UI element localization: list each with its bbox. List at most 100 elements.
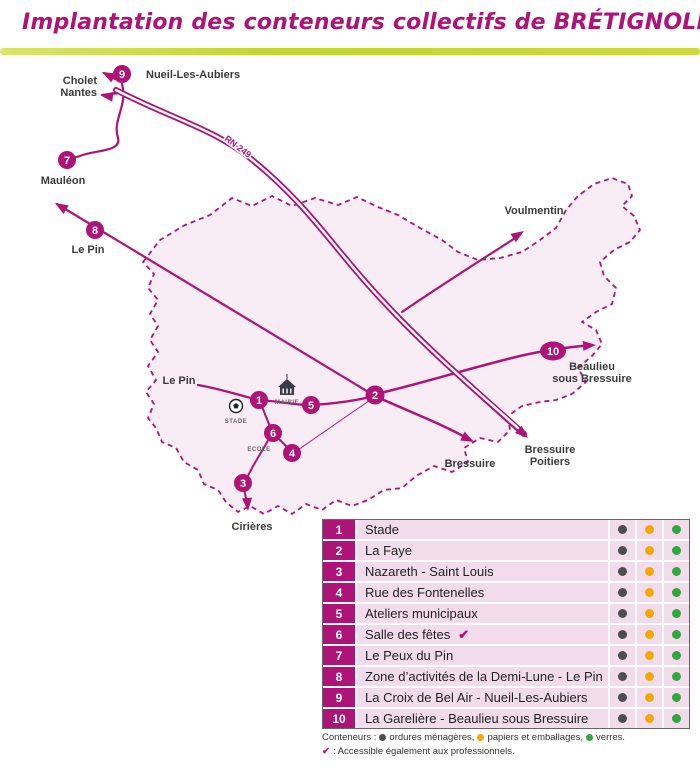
ordures-cell [610, 604, 635, 623]
legend-row-number: 7 [323, 646, 355, 665]
papiers-dot-icon [645, 651, 654, 660]
ordures-cell [610, 520, 635, 539]
papiers-cell [637, 667, 662, 686]
papiers-cell [637, 541, 662, 560]
marker-7: 7 [58, 151, 76, 169]
papiers-dot-icon [645, 525, 654, 534]
legend-row-label: Zone d’activités de la Demi-Lune - Le Pi… [357, 667, 608, 686]
papiers-cell [637, 562, 662, 581]
legend-row-8: 8 Zone d’activités de la Demi-Lune - Le … [323, 667, 689, 686]
papiers-cell [637, 625, 662, 644]
verres-cell [664, 541, 689, 560]
legend-row-number: 9 [323, 688, 355, 707]
marker-3-number: 3 [240, 478, 246, 490]
legend-row-label-text: Stade [365, 522, 399, 537]
legend-row-number: 3 [323, 562, 355, 581]
label-stade: STADE [225, 419, 247, 425]
papiers-dot-icon [645, 546, 654, 555]
verres-dot-icon [672, 651, 681, 660]
label-le-pin-center: Le Pin [162, 375, 195, 387]
road-2-to-4-thin [294, 397, 374, 453]
verres-cell [664, 667, 689, 686]
legend-row-number: 2 [323, 541, 355, 560]
containers-note-intro: Conteneurs : [322, 732, 377, 743]
ordures-dot-icon [618, 651, 627, 660]
verres-dot-icon [672, 525, 681, 534]
legend-row-9: 9 La Croix de Bel Air - Nueil-Les-Aubier… [323, 688, 689, 707]
road-rn249-core [114, 88, 520, 430]
label-mairie: MAIRIE [275, 400, 299, 406]
marker-7-number: 7 [64, 155, 70, 167]
verres-dot-icon [672, 567, 681, 576]
verres-dot-icon [672, 630, 681, 639]
ordures-dot-icon [618, 525, 627, 534]
marker-2: 2 [365, 385, 385, 405]
legend-row-label-text: Nazareth - Saint Louis [365, 564, 494, 579]
marker-2-number: 2 [372, 390, 378, 402]
verres-cell [664, 709, 689, 728]
legend-row-5: 5 Ateliers municipaux [323, 604, 689, 623]
arrow-beaulieu-icon [582, 340, 596, 351]
verres-cell [664, 688, 689, 707]
label-bressuire-poitiers-line1: Bressuire [525, 444, 576, 456]
marker-10-number: 10 [547, 346, 559, 358]
containers-note: Conteneurs : ordures ménagères, papiers … [322, 732, 692, 743]
legend-row-label: Ateliers municipaux [357, 604, 608, 623]
ordures-cell [610, 646, 635, 665]
verres-dot-icon [586, 734, 594, 741]
ordures-cell [610, 625, 635, 644]
road-to-voulmentin [400, 233, 522, 314]
marker-5-number: 5 [308, 400, 314, 412]
verres-dot-icon [672, 672, 681, 681]
label-voulmentin: Voulmentin [504, 205, 563, 217]
legend-row-label-text: La Faye [365, 543, 412, 558]
verres-cell [664, 562, 689, 581]
label-mauleon: Mauléon [41, 175, 86, 187]
legend-row-label: Le Peux du Pin [357, 646, 608, 665]
legend-row-label-text: Zone d’activités de la Demi-Lune - Le Pi… [365, 669, 603, 684]
marker-9-number: 9 [119, 69, 125, 81]
marker-4-number: 4 [289, 448, 296, 460]
legend-footnote: Conteneurs : ordures ménagères, papiers … [322, 732, 692, 757]
legend-row-10: 10 La Garelière - Beaulieu sous Bressuir… [323, 709, 689, 728]
rn249-road-label: RN 249 [223, 133, 253, 159]
road-to-beaulieu [374, 343, 594, 396]
verres-dot-icon [672, 588, 681, 597]
arrow-bressuire-poitiers-icon [514, 425, 528, 438]
verres-dot-icon [672, 609, 681, 618]
papiers-dot-icon [645, 672, 654, 681]
label-beaulieu-line2: sous Bressuire [552, 373, 631, 385]
papiers-cell [637, 520, 662, 539]
ordures-cell [610, 541, 635, 560]
label-cholet-line2: Nantes [60, 87, 97, 99]
label-cirieres: Cirières [232, 521, 273, 533]
papiers-dot-icon [645, 693, 654, 702]
legend-row-label-text: Salle des fêtes [365, 627, 451, 642]
stadium-icon [228, 398, 244, 414]
papiers-dot-icon [645, 714, 654, 723]
ordures-cell [610, 709, 635, 728]
legend-row-label: Stade [357, 520, 608, 539]
road-to-bressuire [375, 395, 472, 442]
pro-check-icon: ✔ [458, 626, 470, 642]
ordures-cell [610, 562, 635, 581]
legend-row-3: 3 Nazareth - Saint Louis [323, 562, 689, 581]
ordures-cell [610, 667, 635, 686]
page-title: Implantation des conteneurs collectifs d… [22, 10, 700, 35]
marker-10: 10 [540, 341, 566, 361]
ordures-cell [610, 583, 635, 602]
papiers-cell [637, 583, 662, 602]
label-ecole: ECOLE [247, 447, 270, 453]
marker-5: 5 [302, 396, 320, 414]
label-bressuire-poitiers-line2: Poitiers [530, 456, 570, 468]
arrow-cirieres-icon [242, 497, 253, 511]
professionals-note-text: : Accessible également aux professionnel… [332, 746, 515, 757]
legend-row-number: 5 [323, 604, 355, 623]
marker-6-number: 6 [270, 428, 276, 440]
legend-row-4: 4 Rue des Fontenelles [323, 583, 689, 602]
marker-8: 8 [86, 221, 104, 239]
label-nueil-les-aubiers: Nueil-Les-Aubiers [146, 69, 240, 81]
legend-row-7: 7 Le Peux du Pin [323, 646, 689, 665]
arrow-lepin-exit-icon [55, 203, 69, 214]
